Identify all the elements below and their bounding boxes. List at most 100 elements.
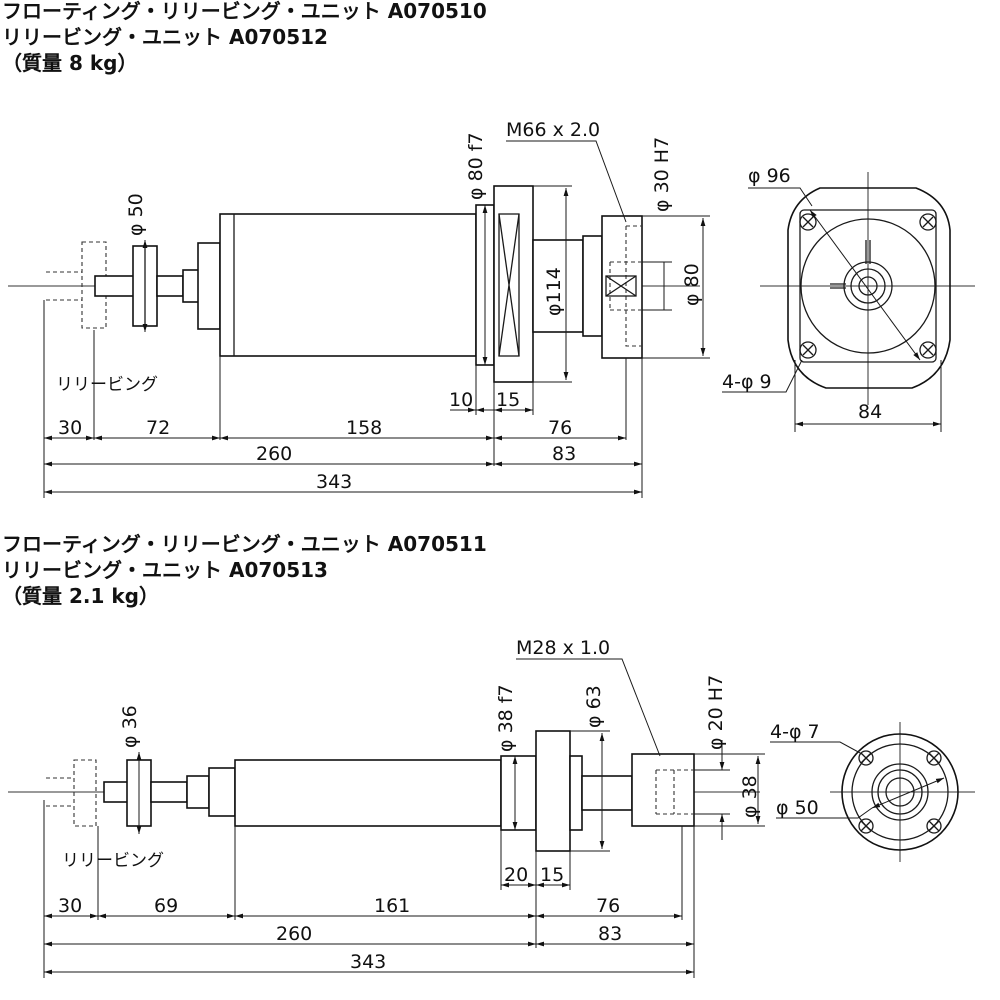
- unit1-bore-hidden: [609, 225, 642, 347]
- unit2-right-flange: [631, 753, 695, 827]
- unit1-end-plate: [787, 187, 951, 389]
- unit1-title-line2: リリービング・ユニット A070512: [2, 25, 328, 49]
- unit2-vertical-dims: φ 36 φ 38 f7 φ 63 φ 38 φ 20 H7 M28 x 1.0: [119, 637, 765, 852]
- unit2-main-body: [234, 759, 502, 827]
- unit2-bolt-hole: [858, 750, 874, 766]
- unit1-dim-30-label: 30: [58, 417, 82, 439]
- unit2-label-hole: 4-φ 7: [770, 721, 820, 743]
- unit2-dim-161-label: 161: [374, 895, 410, 917]
- unit2-bolt-hole: [926, 818, 942, 834]
- unit1-end-view: φ 96 4-φ 9 84: [722, 165, 975, 432]
- unit2-dim-69-label: 69: [154, 895, 178, 917]
- unit2-end-pcd: [851, 743, 949, 841]
- unit2-side-view: [8, 730, 760, 852]
- unit1-vertical-dims: φ 50 φ 80 f7 φ114 φ 80 φ 30 H7 M66 x 2.0: [125, 119, 710, 383]
- unit1-label-m66: M66 x 2.0: [506, 119, 600, 141]
- unit1-label-hole: 4-φ 9: [722, 371, 772, 393]
- unit2-flange-step: [569, 755, 583, 831]
- unit1-relieving-outline: [46, 241, 107, 329]
- unit1-bearing-box: [498, 213, 520, 357]
- unit1-bolt-hole-cross: [922, 216, 934, 228]
- unit1-bolt-holes: [799, 213, 937, 359]
- unit1-dim-10-label: 10: [449, 389, 473, 411]
- unit2-title-line3: （質量 2.1 kg）: [2, 584, 159, 608]
- unit1-label-phi114: φ114: [543, 267, 565, 316]
- unit1-shaft-mid: [156, 275, 184, 297]
- unit2-dim-20-label: 20: [504, 864, 528, 886]
- unit1-label-phi30h7: φ 30 H7: [651, 137, 673, 212]
- unit1-dim-158-label: 158: [346, 417, 382, 439]
- unit1-dim-84-label: 84: [858, 401, 882, 423]
- unit1-label-phi80: φ 80: [681, 263, 703, 306]
- unit2-dim-76-label: 76: [596, 895, 620, 917]
- unit2-label-phi38: φ 38: [739, 775, 761, 818]
- unit1-phi96-dim: [809, 209, 921, 361]
- unit2-label-m28: M28 x 1.0: [516, 637, 610, 659]
- unit2-shaft-mid: [150, 781, 188, 803]
- unit1-neck: [532, 239, 584, 333]
- unit2-m28-leader: [516, 658, 661, 757]
- unit1-side-view: [8, 185, 700, 383]
- unit1-hole-leader: [722, 359, 803, 393]
- unit1-bolt-hole: [919, 213, 937, 231]
- unit2-title-block: フローティング・リリービング・ユニット A070511 リリービング・ユニット …: [2, 531, 487, 609]
- unit1-dim-343-label: 343: [316, 471, 352, 493]
- unit2-bolt-hole-cross: [928, 752, 940, 764]
- unit2-bolt-hole-cross: [860, 752, 872, 764]
- unit1-bolt-hole-cross: [802, 344, 814, 356]
- unit2-dim-83-label: 83: [598, 923, 622, 945]
- unit2-horizontal-dims: 20 15 30 69 161 76 260 83 343 リリービング: [43, 800, 695, 978]
- unit2-body-ring: [500, 755, 537, 831]
- unit2-left-shaft: [103, 781, 131, 803]
- unit1-dim-72-label: 72: [146, 417, 170, 439]
- unit2-neck: [581, 775, 633, 811]
- unit1-bore-cross: [605, 275, 637, 297]
- unit2-bolt-holes: [858, 750, 942, 834]
- unit2-bolt-hole: [926, 750, 942, 766]
- unit2-label-phi50: φ 50: [776, 797, 819, 819]
- unit1-label-phi50: φ 50: [125, 193, 147, 236]
- unit1-dim-76-label: 76: [548, 417, 572, 439]
- unit1-title-line3: （質量 8 kg）: [2, 51, 138, 75]
- unit1-horizontal-dims: 10 15 30 72 158 76 260 83 343 リリービング: [43, 300, 643, 498]
- unit2-bolt-hole-cross: [928, 820, 940, 832]
- unit1-phi96-leader: [748, 187, 813, 207]
- unit2-label-phi20h7: φ 20 H7: [705, 675, 727, 750]
- unit2-big-flange: [535, 730, 571, 852]
- unit1-dim-260-label: 260: [256, 443, 292, 465]
- unit1-m66-leader: [506, 140, 627, 223]
- unit1-title-line1: フローティング・リリービング・ユニット A070510: [2, 0, 487, 23]
- unit2-title-line1: フローティング・リリービング・ユニット A070511: [2, 532, 487, 556]
- unit1-bore-box: [605, 275, 637, 297]
- unit1-dim-15-label: 15: [496, 389, 520, 411]
- unit2-end-view: 4-φ 7 φ 50: [770, 721, 975, 862]
- unit2-dim-260-label: 260: [276, 923, 312, 945]
- unit1-label-phi96: φ 96: [748, 165, 791, 187]
- unit1-label-phi80f7: φ 80 f7: [465, 132, 487, 200]
- unit2-shaft-collar: [186, 775, 210, 809]
- unit2-bolt-hole: [858, 818, 874, 834]
- unit2-end-plate: [841, 733, 959, 851]
- unit1-bolt-hole-cross: [802, 216, 814, 228]
- unit2-label-phi63: φ 63: [583, 685, 605, 728]
- unit1-dim-83-label: 83: [552, 443, 576, 465]
- unit2-dim-15-label: 15: [540, 864, 564, 886]
- unit2-phi50-leader: [776, 807, 873, 819]
- unit1-neck-step: [582, 235, 603, 337]
- unit2-label-phi38f7: φ 38 f7: [495, 684, 517, 752]
- unit2-dim-30-label: 30: [58, 895, 82, 917]
- unit1-main-body: [219, 213, 477, 357]
- unit1-bearing-cross: [498, 213, 520, 357]
- unit2-label-relieving: リリービング: [62, 851, 164, 871]
- unit1-title-block: フローティング・リリービング・ユニット A070510 リリービング・ユニット …: [2, 0, 487, 76]
- unit2-label-phi36: φ 36: [119, 705, 141, 748]
- unit1-label-relieving: リリービング: [56, 375, 158, 395]
- unit2-dim-343-label: 343: [350, 951, 386, 973]
- unit1-step-collar: [197, 242, 221, 330]
- unit2-bolt-hole-cross: [860, 820, 872, 832]
- unit2-relieving-outline: [46, 759, 97, 827]
- unit2-phi50-dim: [871, 777, 945, 809]
- unit1-bolt-hole-cross: [922, 344, 934, 356]
- unit2-hole-leader: [770, 741, 863, 755]
